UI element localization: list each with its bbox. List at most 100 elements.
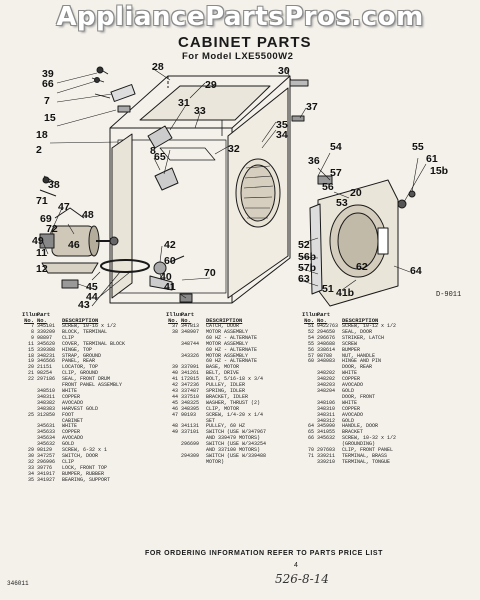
- illus-number: 66: [307, 435, 314, 442]
- part-description: FOOT: [62, 411, 75, 418]
- part-description: WASHER, THRUST (2): [206, 399, 261, 406]
- callout-52: 52: [298, 239, 310, 251]
- illus-number: 21: [27, 370, 34, 377]
- callout-63: 63: [298, 273, 310, 285]
- part-description: GOLD: [342, 387, 355, 394]
- part-number: 348688: [317, 340, 336, 347]
- part-description: BUMPER, RUBBER: [62, 470, 105, 477]
- part-number: 341927: [37, 476, 56, 483]
- callout-72: 72: [46, 223, 58, 235]
- illus-number: 18: [27, 352, 34, 359]
- parts-row: (GROUNDING): [302, 441, 472, 448]
- callout-37: 37: [306, 101, 318, 113]
- callout-70: 70: [204, 267, 216, 279]
- callout-41: 41: [164, 281, 176, 293]
- part-description: LOCK, FRONT TOP: [62, 464, 108, 471]
- part-number: 312850: [37, 411, 56, 418]
- part-number: 348907: [181, 328, 200, 335]
- part-number: 21151: [37, 364, 53, 371]
- part-number: 348204: [317, 387, 336, 394]
- part-number: 294650: [317, 328, 336, 335]
- part-description: PULLEY, 60 HZ: [206, 423, 246, 430]
- part-number: 341261: [181, 370, 200, 377]
- part-description: 60 HZ - ALTERNATE: [206, 346, 258, 353]
- list-header: No. No. DESCRIPTION: [166, 318, 296, 324]
- part-number: 345634: [37, 435, 56, 442]
- model-subtitle: For Model LXE5500W2: [182, 51, 294, 62]
- part-description: SCREW: [342, 340, 358, 347]
- parts-row: CABINET: [22, 418, 160, 425]
- callout-15: 15: [44, 112, 56, 124]
- parts-row: FRONT PANEL ASSEMBLY: [22, 382, 160, 389]
- part-number: 348311: [317, 411, 336, 418]
- part-number: 348395: [181, 405, 200, 412]
- part-number: 348202: [317, 376, 336, 383]
- part-description: SEAL, FRONT DRUM: [62, 376, 111, 383]
- part-description: STRAP, GROUND: [62, 352, 102, 359]
- part-number: 345632: [317, 435, 336, 442]
- callout-38: 38: [48, 179, 60, 191]
- part-description: WHITE: [342, 370, 358, 377]
- part-description: SCREW, 1/4-20 x 1/4: [206, 411, 264, 418]
- part-description: AND 339479 MOTORS): [206, 435, 261, 442]
- part-description: TERMINAL, BRASS: [342, 452, 388, 459]
- page-title: CABINET PARTS: [178, 34, 312, 51]
- callout-62: 62: [356, 261, 368, 273]
- callout-57b: 57b: [298, 262, 316, 274]
- part-number: 339388: [37, 346, 56, 353]
- part-description: TERMINAL, TONGUE: [342, 458, 391, 465]
- part-description: COVER, TERMINAL BLOCK: [62, 340, 126, 347]
- header-description: DESCRIPTION: [206, 317, 243, 324]
- watermark: AppliancePartsPros.com: [56, 2, 424, 32]
- illus-number: 54: [307, 334, 314, 341]
- part-number: 98254: [37, 370, 53, 377]
- part-number: [181, 460, 206, 466]
- part-description: SWITCH (USE W/347967: [206, 429, 267, 436]
- part-number: 348202: [317, 370, 336, 377]
- part-description: HANDLE, DOOR: [342, 423, 379, 430]
- part-description: COPPER: [342, 405, 361, 412]
- part-number: 339209: [37, 328, 56, 335]
- header-no: No.: [24, 317, 34, 324]
- illus-number: 44: [171, 393, 178, 400]
- parts-row: AND 337100 MOTORS): [166, 447, 296, 454]
- parts-row: MOTOR): [166, 459, 296, 466]
- illus-number: [166, 460, 181, 466]
- part-description: CLIP: [62, 458, 75, 465]
- part-description: SPRING, IDLER: [206, 387, 246, 394]
- part-description: CLIP, MOTOR: [206, 405, 240, 412]
- part-description: CLIP: [62, 334, 75, 341]
- illus-number: 25: [27, 411, 34, 418]
- callout-66: 66: [42, 78, 54, 90]
- header-part: Part: [37, 311, 51, 318]
- part-number: 347813: [181, 323, 200, 329]
- illus-number: 38: [171, 328, 178, 335]
- part-description: SET: [206, 417, 216, 424]
- header-part-no: No.: [37, 317, 47, 324]
- part-number: 297186: [37, 376, 56, 383]
- callout-42: 42: [164, 239, 176, 251]
- part-number: 345633: [37, 429, 56, 436]
- parts-row: 60 HZ - ALTERNATE: [166, 335, 296, 342]
- part-number: 172015: [181, 376, 200, 383]
- callout-12: 12: [36, 263, 48, 275]
- part-number: 343326: [181, 352, 200, 359]
- list-header: Illus. Part: [302, 312, 472, 318]
- part-description: AVOCADO: [62, 399, 84, 406]
